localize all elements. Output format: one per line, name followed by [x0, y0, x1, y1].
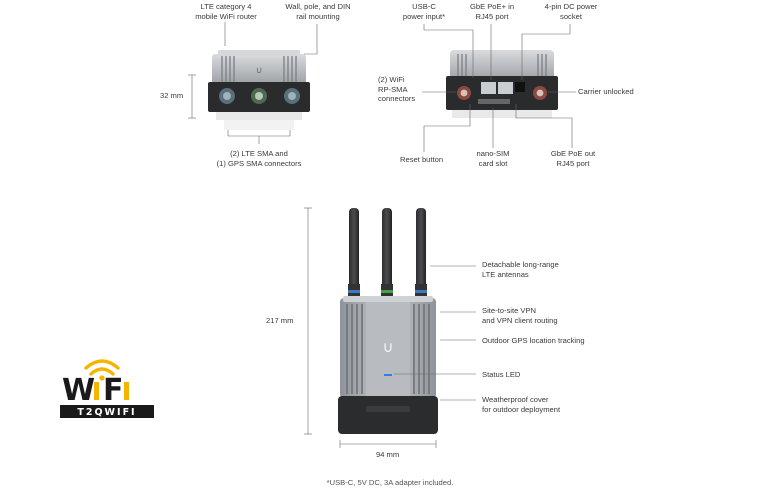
status-led-label: Status LED [482, 370, 521, 379]
router-front-view: ∪ [208, 50, 310, 130]
svg-text:T2QWIFI: T2QWIFI [77, 407, 136, 418]
lte-gps-connectors-label: (2) LTE SMA and(1) GPS SMA connectors [216, 149, 302, 168]
reset-button-label: Reset button [400, 155, 444, 164]
leader-lines-top-right [422, 24, 576, 152]
height-32mm-label: 32 mm [160, 91, 184, 100]
router-back-view [446, 50, 558, 118]
carrier-unlocked-label: Carrier unlocked [578, 87, 634, 96]
antenna-left [348, 208, 360, 296]
footnote: *USB-C, 5V DC, 3A adapter included. [326, 478, 454, 487]
antenna-center [381, 208, 393, 296]
svg-text:∪: ∪ [256, 66, 263, 76]
svg-text:F: F [103, 373, 124, 408]
gps-tracking-label: Outdoor GPS location tracking [482, 336, 585, 345]
leader-lines-top-left [188, 22, 318, 144]
svg-text:∪: ∪ [383, 338, 394, 356]
leader-lines-main [304, 207, 476, 448]
status-led [384, 374, 392, 376]
t2qwifi-logo: W F T2QWIFI [60, 359, 154, 418]
antenna-right [415, 208, 427, 296]
width-94mm-label: 94 mm [376, 450, 400, 459]
height-217mm-label: 217 mm [266, 316, 294, 325]
main-router-device: ∪ [338, 208, 438, 434]
svg-text:W: W [62, 373, 95, 408]
